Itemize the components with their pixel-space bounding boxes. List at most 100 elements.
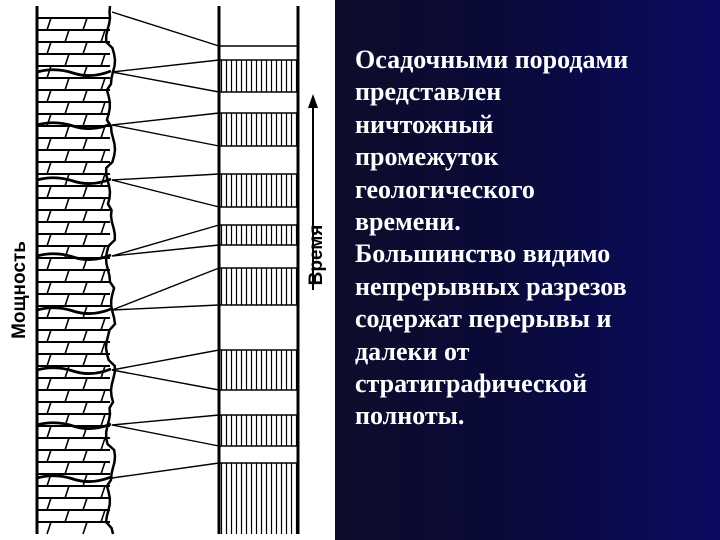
caption-line: содержат перерывы и — [355, 304, 612, 334]
brick-joint — [64, 197, 70, 211]
brick-joint — [64, 461, 70, 475]
correlation-lines — [111, 11, 220, 479]
brick-joint — [82, 209, 88, 223]
brick-joint — [46, 401, 52, 415]
brick-joint — [82, 137, 88, 151]
deposition-interval — [219, 225, 298, 245]
text-panel: Осадочными породами представлен ничтожны… — [335, 0, 720, 540]
deposition-interval — [219, 268, 298, 305]
brick-joint — [46, 425, 52, 439]
brick-joint — [46, 161, 52, 175]
caption-line: времени. — [355, 207, 461, 237]
brick-joint — [64, 53, 70, 67]
brick-joint — [100, 461, 106, 475]
brick-joint — [82, 401, 88, 415]
correlation-line — [111, 71, 220, 93]
brick-joint — [64, 365, 70, 379]
axis-time-label: Время — [306, 225, 327, 286]
figure-drawing: Мощность Время — [9, 5, 327, 535]
axis-thickness-label: Мощность — [9, 241, 30, 339]
brick-joint — [64, 437, 70, 451]
brick-joint — [100, 197, 106, 211]
caption-line: промежуток — [355, 142, 499, 172]
brick-joint — [46, 17, 52, 31]
brick-joint — [100, 485, 106, 499]
stratigraphic-figure: Мощность Время — [0, 0, 335, 540]
brick-joint — [64, 485, 70, 499]
deposition-interval — [219, 113, 298, 146]
brick-joint — [46, 137, 52, 151]
brick-joint — [100, 101, 106, 115]
brick-joint — [100, 29, 106, 43]
erosion-surface — [36, 176, 112, 185]
brick-joint — [100, 509, 106, 523]
caption-text: Осадочными породами представлен ничтожны… — [355, 44, 715, 433]
deposition-interval — [219, 415, 298, 446]
brick-joint — [64, 317, 70, 331]
caption-line: представлен — [355, 77, 502, 107]
brick-joint — [82, 185, 88, 199]
caption-line: непрерывных разрезов — [355, 271, 627, 301]
brick-joint — [100, 149, 106, 163]
correlation-line — [111, 414, 220, 426]
caption-line: Большинство видимо — [355, 239, 611, 269]
brick-joint — [46, 233, 52, 247]
erosion-surface — [36, 421, 112, 430]
brick-joint — [100, 221, 106, 235]
brick-joint — [100, 389, 106, 403]
brick-joint — [46, 41, 52, 55]
brick-joint — [46, 449, 52, 463]
brick-joint — [100, 317, 106, 331]
brick-joint — [46, 521, 52, 535]
brick-joint — [46, 377, 52, 391]
brick-joint — [82, 521, 88, 535]
brick-joint — [82, 353, 88, 367]
brick-joint — [82, 41, 88, 55]
brick-joint — [82, 497, 88, 511]
caption-line: далеки от — [355, 336, 470, 366]
correlation-line — [111, 173, 220, 181]
brick-joint — [46, 209, 52, 223]
brick-joint — [46, 89, 52, 103]
erosion-surface — [36, 474, 112, 483]
brick-joint — [100, 125, 106, 139]
correlation-line — [111, 244, 220, 257]
brick-joint — [64, 77, 70, 91]
caption-line: геологического — [355, 174, 535, 204]
brick-joint — [100, 293, 106, 307]
brick-joint — [82, 89, 88, 103]
time-arrow — [308, 94, 318, 290]
correlation-line — [111, 304, 220, 311]
erosion-surface — [36, 68, 112, 77]
brick-joint — [82, 17, 88, 31]
brick-joint — [64, 293, 70, 307]
brick-joint — [64, 221, 70, 235]
brick-joint — [82, 377, 88, 391]
brick-column — [35, 5, 117, 535]
brick-joint — [64, 389, 70, 403]
brick-joint — [64, 341, 70, 355]
correlation-line — [111, 11, 220, 47]
brick-joint — [100, 413, 106, 427]
brick-joint — [46, 257, 52, 271]
brick-joint — [64, 509, 70, 523]
deposition-interval — [219, 350, 298, 390]
brick-joint — [100, 77, 106, 91]
brick-joint — [46, 185, 52, 199]
brick-joint — [46, 281, 52, 295]
brick-joint — [46, 65, 52, 79]
brick-joint — [100, 245, 106, 259]
time-column — [217, 6, 300, 534]
brick-joint — [82, 161, 88, 175]
brick-joint — [100, 173, 106, 187]
brick-joint — [82, 449, 88, 463]
brick-joint — [82, 281, 88, 295]
deposition-interval — [219, 60, 298, 92]
brick-joint — [82, 473, 88, 487]
brick-joint — [82, 233, 88, 247]
brick-joint — [64, 29, 70, 43]
brick-joint — [82, 113, 88, 127]
correlation-line — [111, 224, 220, 257]
brick-joint — [46, 497, 52, 511]
brick-joint — [46, 353, 52, 367]
